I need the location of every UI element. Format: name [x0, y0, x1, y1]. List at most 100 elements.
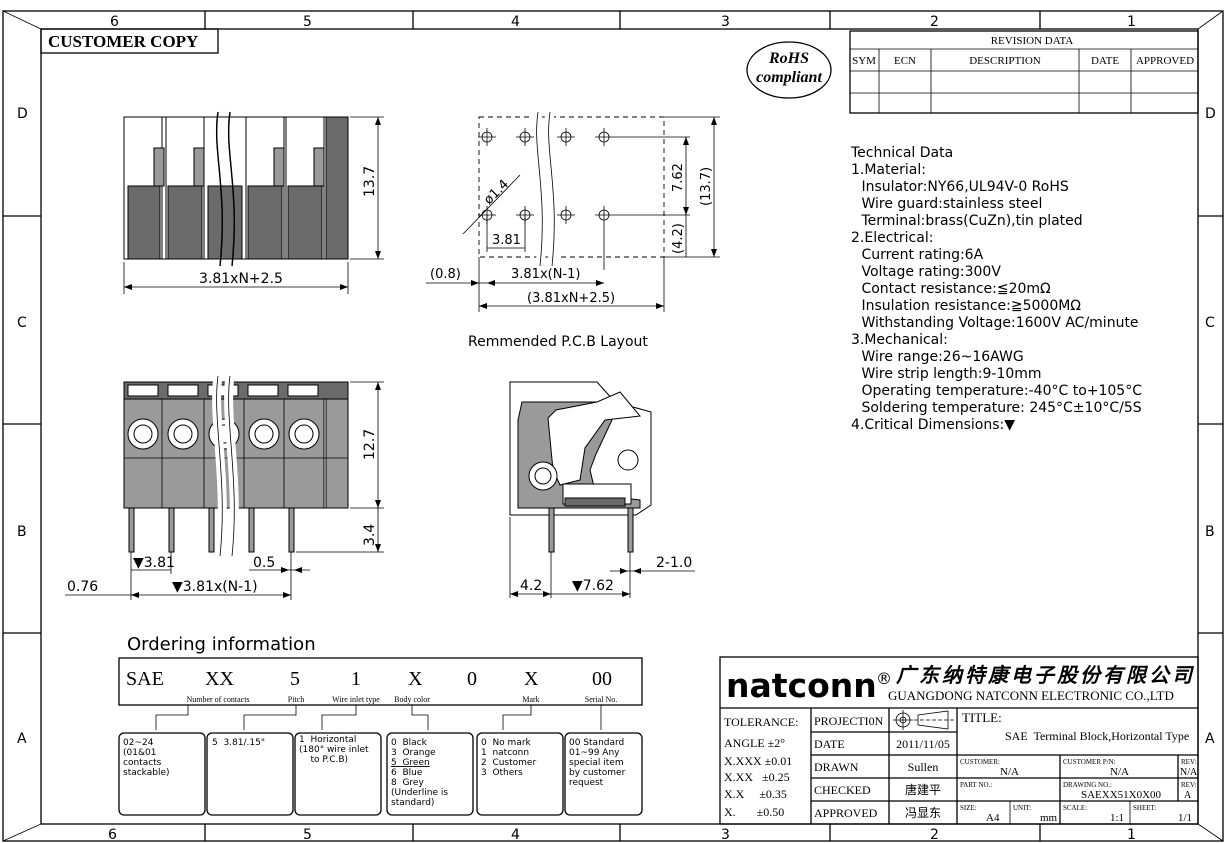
tolerance-line: TOLERANCE: — [724, 715, 798, 729]
zone-top-3: 3 — [721, 14, 730, 30]
date-label: DATE — [814, 737, 845, 751]
natconn-logo: natconn — [726, 666, 877, 705]
zone-right-d: D — [1205, 106, 1216, 122]
natconn-reg-mark: ® — [876, 669, 892, 688]
zone-bottom-2: 2 — [930, 827, 939, 843]
revision-table: REVISION DATA SYM ECN DESCRIPTION DATE A… — [849, 30, 1199, 114]
zone-bottom-3: 3 — [721, 827, 730, 843]
order-code-serial: 00 — [592, 668, 612, 690]
tech-line: Wire strip length:9-10mm — [857, 366, 1042, 382]
tech-line: Contact resistance:≦20mΩ — [857, 281, 1051, 297]
unit-value: mm — [1040, 812, 1058, 824]
order-label: Wire inlet type — [332, 695, 380, 704]
tech-line: Terminal:brass(CuZn),tin plated — [857, 213, 1083, 229]
revision-header-description: DESCRIPTION — [969, 55, 1041, 67]
zone-left-a: A — [17, 731, 27, 747]
dim-front-height: 13.7 — [362, 166, 378, 197]
pcb-layout: ø1.4 3.81 (0.8) 3.81x(N-1) (3.81xN+2.5) … — [426, 111, 720, 350]
side-view: 12.7 3.4 ▼3.81 0.5 0.76 ▼3.81x(N-1) — [65, 375, 384, 600]
order-box-text: special item — [569, 758, 624, 768]
customer-pn-label: CUSTOMER P/N: — [1063, 758, 1116, 766]
title-label: TITLE: — [962, 710, 1002, 725]
customer-value: N/A — [1000, 766, 1019, 778]
title-block: natconn ® 广东纳特康电子股份有限公司 GUANGDONG NATCON… — [719, 656, 1199, 825]
rohs-line2: compliant — [756, 69, 822, 86]
projection-label: PROJECTI0N — [814, 714, 884, 728]
order-box-text: by customer — [569, 768, 626, 778]
drawing-no-label: DRAWING NO.: — [1063, 781, 1112, 789]
tech-line: Withstanding Voltage:1600V AC/minute — [857, 315, 1139, 331]
checked-label: CHECKED — [814, 783, 871, 797]
dim-side-076: 0.76 — [67, 579, 98, 595]
tolerance-line: X.XXX ±0.01 — [724, 754, 792, 768]
checked-value: 唐建平 — [905, 782, 941, 797]
order-box-text: 1 natconn — [481, 748, 529, 758]
size-value: A4 — [986, 812, 1000, 824]
zone-right-c: C — [1205, 315, 1215, 331]
revision-header-date: DATE — [1091, 55, 1119, 67]
rev-value-2: A — [1184, 790, 1192, 801]
sheet-value: 1/1 — [1178, 812, 1192, 824]
order-box-text: (Underline is — [391, 788, 448, 798]
zone-bottom-6: 6 — [108, 827, 117, 843]
order-code-color: X — [408, 668, 423, 690]
revision-header-ecn: ECN — [894, 55, 916, 67]
customer-pn-value: N/A — [1110, 766, 1129, 778]
dim-pcb-pitch: 3.81 — [492, 233, 521, 248]
order-box-text: request — [569, 778, 604, 788]
sheet-label: SHEET: — [1133, 804, 1156, 812]
company-name-cn: 广东纳特康电子股份有限公司 — [896, 664, 1195, 687]
scale-value: 1:1 — [1110, 812, 1124, 824]
profile-view: 4.2 ▼7.62 2-1.0 — [509, 381, 695, 598]
order-label: Body color — [394, 695, 430, 704]
rohs-line1: RoHS — [768, 50, 809, 67]
drawn-value: Sullen — [908, 760, 939, 774]
dim-profile-210: 2-1.0 — [656, 555, 692, 571]
tolerance-line: X. ±0.50 — [724, 805, 784, 819]
date-value: 2011/11/05 — [896, 737, 950, 751]
dim-pcb-762: 7.62 — [671, 163, 686, 192]
order-label: Serial No. — [585, 695, 617, 704]
order-code-pitch: 5 — [290, 668, 300, 690]
order-box-text: to P.C.B) — [299, 755, 348, 765]
order-box-text: 01~99 Any — [569, 748, 620, 758]
tech-line: Current rating:6A — [857, 247, 984, 263]
order-box-text: 8 Grey — [391, 778, 424, 788]
order-box-text: 2 Customer — [481, 758, 536, 768]
dim-side-n1: ▼3.81x(N-1) — [172, 579, 258, 595]
revision-header-approved: APPROVED — [1136, 55, 1194, 67]
scale-label: SCALE: — [1063, 804, 1087, 812]
rev-label: REV: — [1181, 758, 1196, 766]
dim-pcb-diameter: ø1.4 — [481, 177, 512, 208]
order-code-contacts: XX — [205, 668, 234, 690]
order-box-text: 0 Black — [391, 738, 428, 748]
dim-side-height: 12.7 — [362, 429, 378, 460]
order-box-text: stackable) — [123, 768, 170, 778]
order-code-mark: X — [524, 668, 539, 690]
dim-pcb-n1: 3.81x(N-1) — [511, 267, 580, 282]
tech-line: 2.Electrical: — [851, 230, 933, 246]
zone-left-b: B — [17, 524, 27, 540]
revision-header-sym: SYM — [852, 55, 876, 67]
tech-line: 3.Mechanical: — [851, 332, 948, 348]
dim-side-05: 0.5 — [253, 555, 275, 571]
approved-label: APPROVED — [814, 806, 878, 820]
order-box-text: 02~24 — [123, 738, 154, 748]
dim-pcb-total: (3.81xN+2.5) — [527, 291, 615, 306]
order-box-text: 6 Blue — [391, 768, 423, 778]
order-box-text: 0 No mark — [481, 738, 532, 748]
tech-line: Technical Data — [850, 145, 953, 161]
order-label: Number of contacts — [186, 695, 249, 704]
order-box-text: standard) — [391, 798, 434, 808]
title-value: SAE Terminal Block,Horizontal Type — [1005, 729, 1189, 743]
dim-pcb-42: (4.2) — [671, 223, 686, 254]
tolerance-line: X.X ±0.35 — [724, 787, 787, 801]
company-name-en: GUANGDONG NATCONN ELECTRONIC CO.,LTD — [888, 688, 1174, 703]
tech-line: Voltage rating:300V — [857, 264, 1001, 280]
order-code-inlet: 1 — [351, 668, 361, 690]
approved-value: 冯显东 — [905, 806, 941, 820]
rev-label-2: REV: — [1181, 781, 1196, 789]
zone-top-2: 2 — [930, 14, 939, 30]
zone-bottom-1: 1 — [1127, 827, 1136, 843]
unit-label: UNIT: — [1013, 804, 1031, 812]
